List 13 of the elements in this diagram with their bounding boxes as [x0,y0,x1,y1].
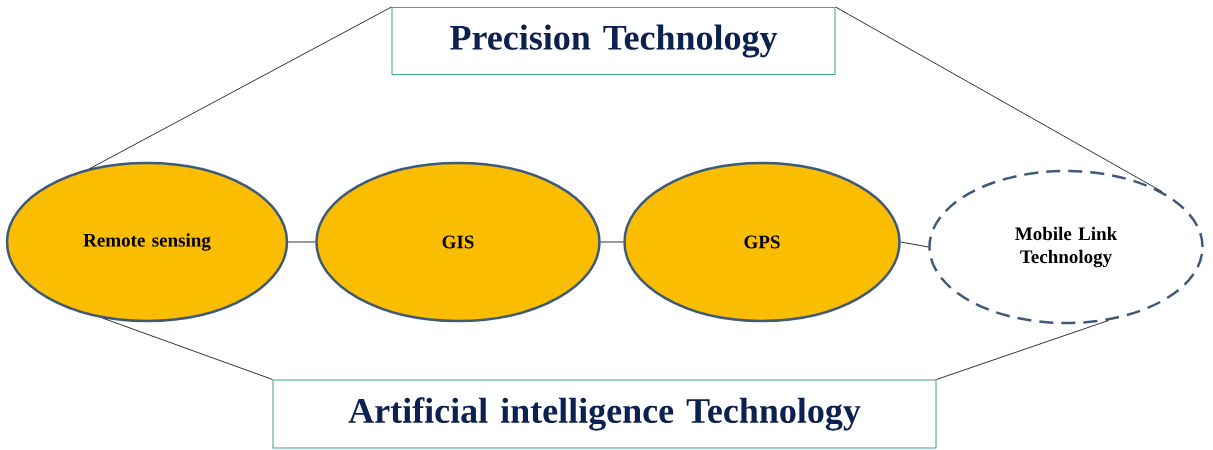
dashed-ellipse-node: Mobile Link Technology [928,169,1204,325]
connector-line [936,320,1109,380]
ellipse-node: Remote sensing [5,161,289,323]
connector-line [900,241,929,248]
connector-line [102,317,273,380]
ellipse-node: GPS [623,161,901,323]
connector-line [600,241,624,243]
connector-line [89,6,392,170]
ellipse-node: GIS [315,161,601,323]
connector-line [287,241,316,243]
connector-line [835,6,1163,192]
title-box: Artificial intelligence Technology [272,379,937,449]
title-box: Precision Technology [391,7,836,75]
